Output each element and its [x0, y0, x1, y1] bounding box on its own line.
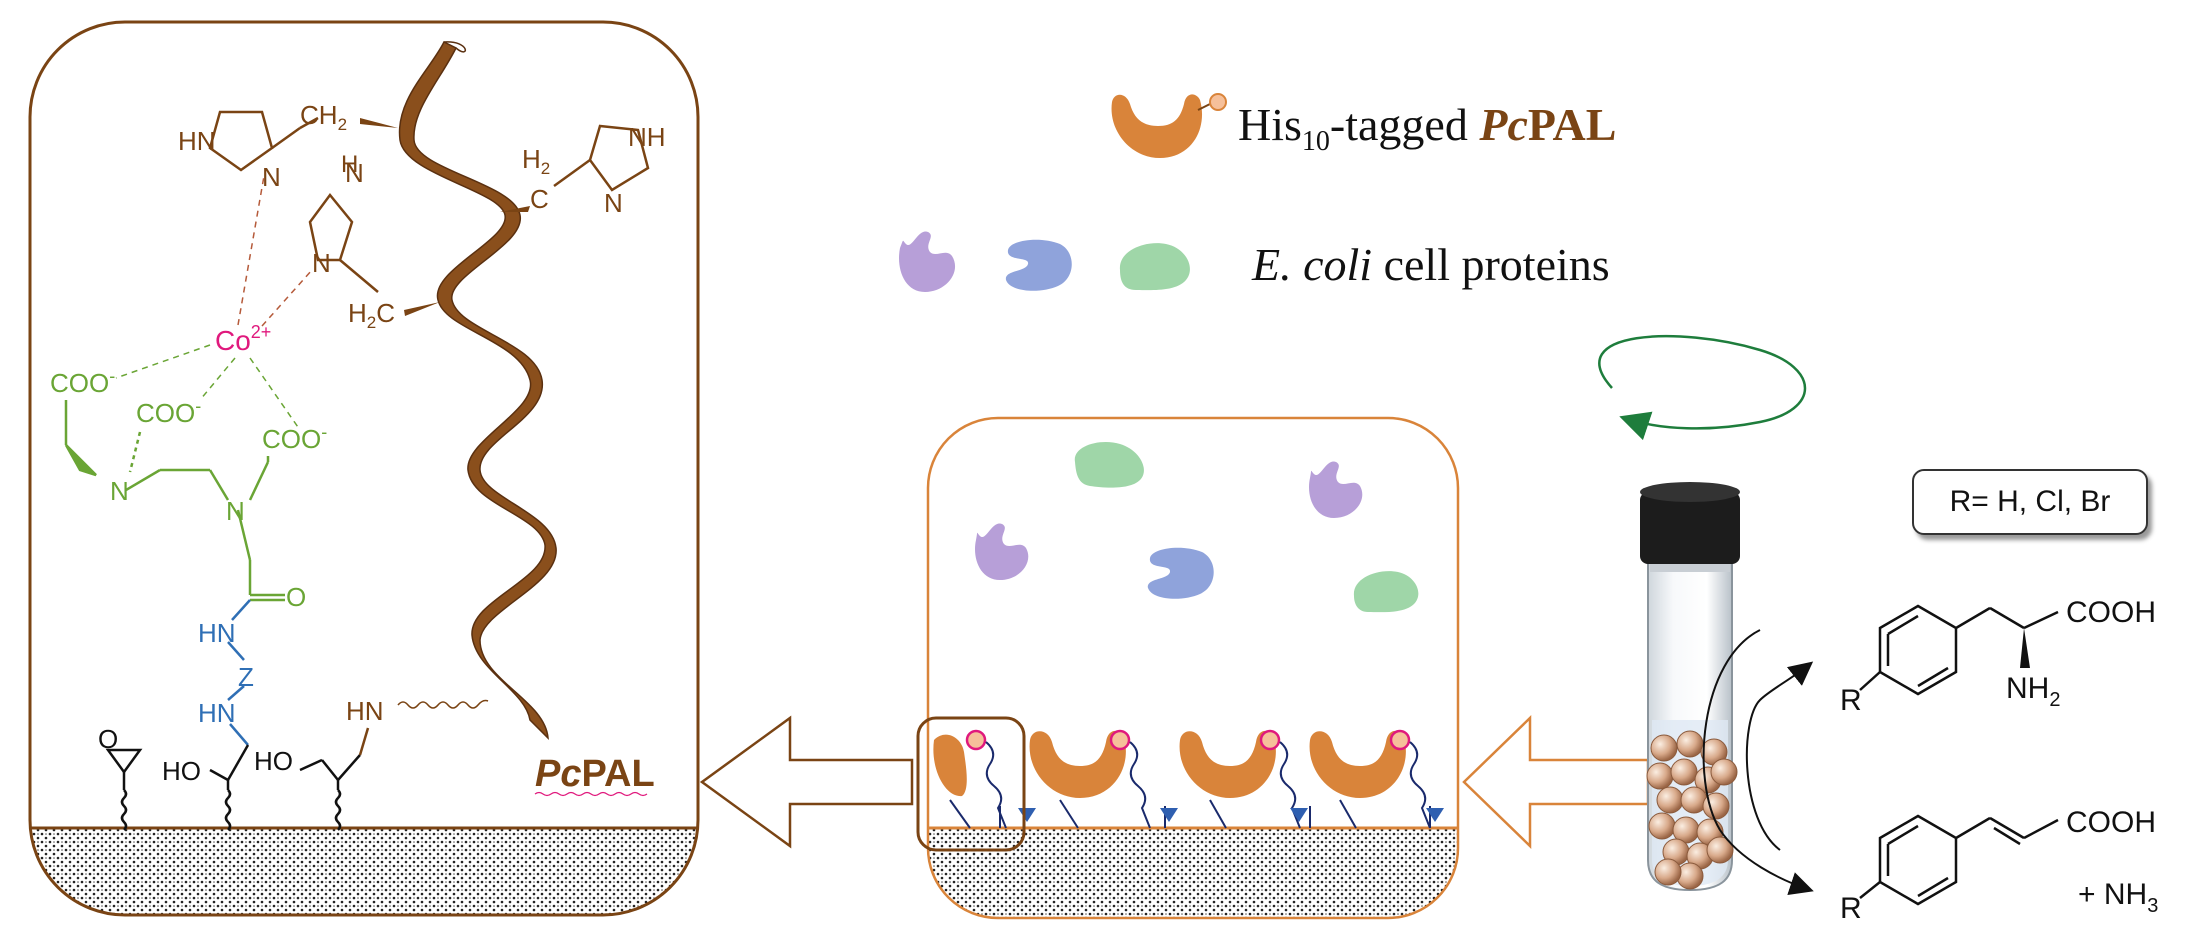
- legend-enzyme-label: His10-tagged PcPAL: [1238, 99, 1617, 158]
- immobilized-enzyme-3: [1309, 729, 1411, 798]
- tethers: [949, 741, 1431, 829]
- middle-panel-frame: [926, 416, 1460, 920]
- immobilized-enzyme-1: [1029, 729, 1131, 798]
- rotation-arrow: [1598, 334, 1806, 441]
- immobilized-enzyme-0: [933, 729, 987, 797]
- bead: [1648, 812, 1676, 840]
- bead: [1656, 786, 1684, 814]
- support-chemistry: [105, 744, 361, 831]
- pcpal-ribbon: [398, 40, 557, 740]
- support-surface-left: [30, 828, 698, 915]
- epoxide-o-label: O: [98, 724, 118, 754]
- hn-label-1: HN: [178, 126, 216, 156]
- reaction-arrow-inner: [1745, 661, 1814, 851]
- floating-protein-purple-2: [975, 523, 1029, 580]
- legend-protein-green: [1119, 243, 1190, 291]
- imidazole-3: [553, 124, 650, 192]
- support-surface-mid: [928, 828, 1458, 918]
- coo-label-3: COO-: [262, 422, 327, 454]
- reaction-arrow-outer: [1702, 629, 1814, 896]
- hn-label-enzyme: HN: [346, 696, 384, 726]
- arrow-to-left-panel: [699, 715, 914, 849]
- substrate-r: R: [1840, 892, 1862, 925]
- bead: [1676, 862, 1704, 890]
- pcpal-label: PcPAL: [535, 753, 655, 795]
- immobilized-enzymes: [933, 729, 1411, 798]
- coordination-bonds-nta: [115, 344, 301, 431]
- zoom-highlight-box: [916, 716, 1026, 852]
- n-label-nta-1: N: [110, 476, 129, 506]
- vial-beads: [1646, 730, 1738, 890]
- nh-label-2-h: H: [341, 151, 358, 178]
- phenylalanine-structure: [1859, 604, 2059, 696]
- o-label: O: [286, 582, 306, 612]
- substrate-cooh: COOH: [2066, 806, 2156, 839]
- bead: [1702, 792, 1730, 820]
- arrow-to-mid-panel: [1462, 715, 1650, 849]
- bead: [1706, 836, 1734, 864]
- enzyme-attachment: [358, 699, 489, 756]
- bead: [1650, 734, 1678, 762]
- cobalt-label: Co2+: [215, 322, 271, 356]
- c-label-3: C: [530, 184, 549, 214]
- immobilized-enzyme-2: [1179, 729, 1281, 798]
- legend-ecoli-label: E. coli cell proteins: [1252, 239, 1610, 290]
- middle-panel: [916, 416, 1460, 920]
- bead: [1710, 758, 1738, 786]
- linker-skeleton: [227, 599, 251, 746]
- ho-label-2: HO: [254, 746, 293, 776]
- imidazole-2: [308, 192, 379, 293]
- legend-protein-blue: [1005, 239, 1072, 291]
- hn-label-linker-1: HN: [198, 618, 236, 648]
- nta-skeleton: [64, 400, 285, 602]
- bead: [1676, 730, 1704, 758]
- n-label-2: N: [312, 248, 331, 278]
- r-group-text: R= H, Cl, Br: [1949, 485, 2111, 518]
- r-group-box: R= H, Cl, Br: [1912, 469, 2148, 535]
- product-cooh: COOH: [2066, 596, 2156, 629]
- z-label: Z: [238, 662, 254, 692]
- floating-protein-purple-1: [1309, 461, 1363, 518]
- vial-cap: [1640, 492, 1740, 564]
- product-r: R: [1840, 684, 1862, 717]
- ho-label-1: HO: [162, 756, 201, 786]
- vial: [1640, 482, 1740, 892]
- bead: [1670, 758, 1698, 786]
- coo-label-2: COO-: [136, 396, 201, 428]
- epoxy-markers: [1018, 808, 1444, 822]
- floating-protein-green-1: [1074, 442, 1144, 488]
- product-nh2: NH2: [2006, 672, 2060, 711]
- n-label-1: N: [262, 162, 281, 192]
- hn-label-linker-2: HN: [198, 698, 236, 728]
- cinnamic-acid-structure: [1859, 814, 2059, 906]
- h2c-label: H2C: [348, 298, 395, 332]
- floating-protein-green-2: [1353, 571, 1419, 613]
- coordination-bonds-his: [237, 175, 313, 327]
- ch2-label: CH2: [300, 100, 347, 134]
- legend-enzyme-icon: [1111, 93, 1227, 158]
- n-label-3: N: [604, 188, 623, 218]
- imidazole-1: [208, 110, 319, 172]
- floating-protein-blue: [1147, 547, 1214, 599]
- nh-label-3: NH: [628, 122, 666, 152]
- legend-protein-purple: [899, 231, 956, 292]
- h2-label: H2: [522, 144, 550, 178]
- left-panel: PcPAL HN N CH2 N H N H2C NH N H2 C: [28, 20, 700, 917]
- nh-label-2-n: N: [345, 158, 364, 188]
- coo-label-1: COO-: [50, 366, 115, 398]
- left-panel-frame: [28, 20, 700, 917]
- bead: [1646, 762, 1674, 790]
- n-label-nta-2: N: [226, 496, 245, 526]
- bead: [1654, 858, 1682, 886]
- ammonia-label: + NH3: [2078, 878, 2158, 917]
